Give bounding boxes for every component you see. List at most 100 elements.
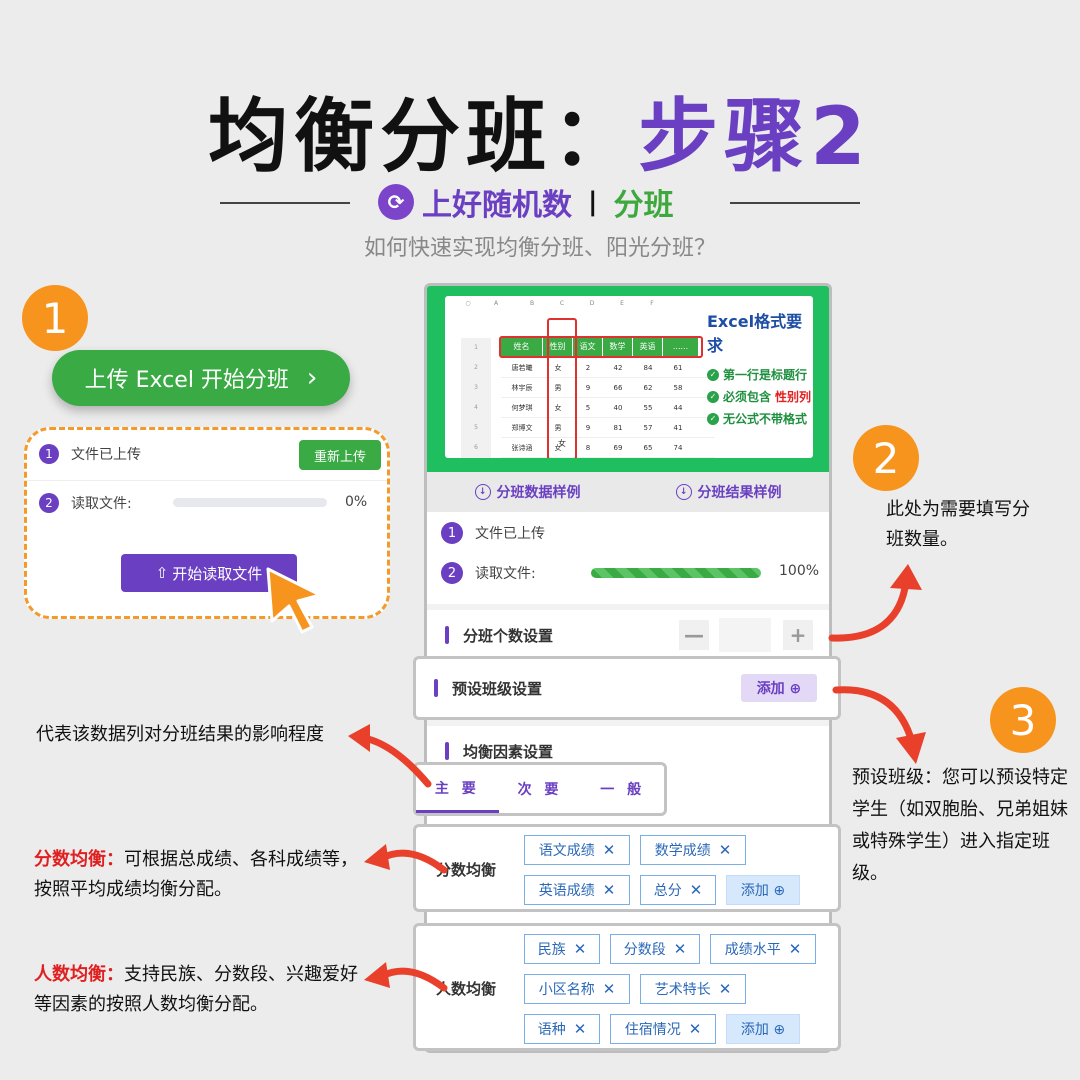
divider bbox=[27, 480, 387, 481]
read-progress-bar bbox=[173, 498, 327, 507]
arrow-to-note2-icon bbox=[828, 564, 922, 642]
group-label: 分数均衡 bbox=[436, 861, 497, 879]
sheet-cell: 林宇辰 bbox=[511, 384, 533, 392]
upload-excel-button[interactable]: 上传 Excel 开始分班 › bbox=[52, 350, 350, 406]
section-accent bbox=[445, 626, 449, 644]
sheet-cell: 81 bbox=[613, 424, 623, 432]
preset-add-button[interactable]: 添加 ⊕ bbox=[741, 674, 817, 702]
divider-right bbox=[730, 202, 860, 204]
tab-general[interactable]: 一 般 bbox=[600, 782, 646, 798]
sheet-cell: 40 bbox=[613, 404, 623, 412]
people-add-button[interactable]: 添加 ⊕ bbox=[726, 1014, 800, 1044]
sheet-cell: 44 bbox=[673, 404, 683, 412]
brand-name: 上好随机数 bbox=[422, 188, 572, 223]
close-icon[interactable]: ✕ bbox=[602, 881, 616, 899]
sheet-cell: 57 bbox=[643, 424, 653, 432]
tab-secondary[interactable]: 次 要 bbox=[517, 782, 563, 798]
sheet-cell: 41 bbox=[673, 424, 683, 432]
divider-left bbox=[220, 202, 350, 204]
download-icon: ↓ bbox=[675, 484, 692, 500]
close-icon[interactable]: ✕ bbox=[688, 1020, 702, 1038]
sheet-cell: 女 bbox=[554, 364, 562, 372]
upload-icon: ⇧ bbox=[155, 564, 169, 582]
close-icon[interactable]: ✕ bbox=[788, 940, 802, 958]
note-score-balance: 分数均衡：可根据总成绩、各科成绩等，按照平均成绩均衡分配。 bbox=[34, 845, 374, 905]
status-row-reading: 2 读取文件: bbox=[441, 562, 536, 584]
excel-format-title: Excel格式要求 bbox=[707, 312, 803, 355]
sheet-cell: 女 bbox=[554, 444, 562, 452]
note-body: 支持民族、分数段、兴趣爱好等因素的按照人数均衡分配。 bbox=[34, 964, 358, 1015]
section-title: 分班个数设置 bbox=[463, 626, 554, 645]
tag-english-score[interactable]: 英语成绩✕ bbox=[524, 875, 630, 905]
sample-result-link[interactable]: ↓分班结果样例 bbox=[628, 472, 829, 512]
sheet-row: 唐若曦 女 2 42 84 61 bbox=[501, 358, 715, 378]
section-accent bbox=[434, 679, 438, 697]
tag-language[interactable]: 语种✕ bbox=[524, 1014, 600, 1044]
status-row-uploaded: 1 文件已上传 bbox=[441, 522, 545, 544]
chevron-right-icon: › bbox=[306, 363, 318, 393]
sheet-cell: 42 bbox=[613, 364, 623, 372]
page-title: 均衡分班：步骤2 bbox=[0, 72, 1080, 188]
section-accent bbox=[445, 742, 449, 760]
status-label: 文件已上传 bbox=[71, 447, 141, 463]
class-count-input[interactable] bbox=[719, 618, 771, 652]
requirement-3: ✓无公式不带格式 bbox=[707, 410, 807, 427]
step-3-badge: 3 bbox=[990, 687, 1056, 753]
close-icon[interactable]: ✕ bbox=[573, 940, 587, 958]
sheet-cell: 郑博文 bbox=[511, 424, 533, 432]
check-icon: ✓ bbox=[707, 368, 719, 381]
arrow-to-weight-icon bbox=[348, 724, 432, 788]
section-title: 均衡因素设置 bbox=[463, 742, 554, 761]
reupload-button[interactable]: 重新上传 bbox=[299, 440, 381, 470]
upload-status-card: 1 文件已上传 重新上传 2 读取文件: 0% ⇧ 开始读取文件 bbox=[24, 427, 390, 619]
status-label: 读取文件: bbox=[71, 496, 132, 512]
row-index: 4 bbox=[461, 398, 491, 418]
tab-primary[interactable]: 主 要 bbox=[416, 765, 499, 813]
tag-grade-level[interactable]: 成绩水平✕ bbox=[710, 934, 816, 964]
sheet-cell: 何梦琪 bbox=[511, 404, 533, 412]
close-icon[interactable]: ✕ bbox=[602, 841, 616, 859]
sheet-cell: 唐若曦 bbox=[511, 364, 533, 372]
status-label: 读取文件: bbox=[475, 566, 536, 582]
sheet-cell: 61 bbox=[673, 364, 683, 372]
sheet-cell: 84 bbox=[643, 364, 653, 372]
column-letters: ○ A B C D E F bbox=[465, 300, 654, 307]
tag-accommodation[interactable]: 住宿情况✕ bbox=[610, 1014, 716, 1044]
tag-chinese-score[interactable]: 语文成绩✕ bbox=[524, 835, 630, 865]
close-icon[interactable]: ✕ bbox=[718, 841, 732, 859]
sample-data-link[interactable]: ↓分班数据样例 bbox=[427, 472, 628, 512]
extra-gender-cell: 女 bbox=[558, 439, 566, 448]
tag-total-score[interactable]: 总分✕ bbox=[640, 875, 716, 905]
tag-score-band[interactable]: 分数段✕ bbox=[610, 934, 700, 964]
sample-links-bar: ↓分班数据样例 ↓分班结果样例 bbox=[427, 472, 829, 512]
check-icon: ✓ bbox=[707, 412, 719, 425]
close-icon[interactable]: ✕ bbox=[689, 881, 703, 899]
close-icon[interactable]: ✕ bbox=[718, 980, 732, 998]
header-row: 姓名 性别 语文 数学 英语 ...... bbox=[501, 338, 699, 356]
tag-ethnicity[interactable]: 民族✕ bbox=[524, 934, 600, 964]
sheet-cell: 男 bbox=[554, 384, 562, 392]
close-icon[interactable]: ✕ bbox=[573, 1020, 587, 1038]
tag-community[interactable]: 小区名称✕ bbox=[524, 974, 630, 1004]
priority-tabs: 主 要 次 要 一 般 bbox=[413, 762, 667, 816]
close-icon[interactable]: ✕ bbox=[673, 940, 687, 958]
note-preset-class: 预设班级：您可以预设特定学生（如双胞胎、兄弟姐妹或特殊学生）进入指定班级。 bbox=[852, 767, 1068, 884]
step-number: 1 bbox=[39, 444, 59, 464]
sheet-cell: 2 bbox=[585, 364, 591, 372]
tag-math-score[interactable]: 数学成绩✕ bbox=[640, 835, 746, 865]
note-class-count: 此处为需要填写分班数量。 bbox=[886, 499, 1030, 550]
file-status-card: 1 文件已上传 2 读取文件: 100% bbox=[427, 512, 829, 604]
close-icon[interactable]: ✕ bbox=[602, 980, 616, 998]
decrement-button[interactable]: — bbox=[679, 620, 709, 650]
step-number: 2 bbox=[441, 562, 463, 584]
increment-button[interactable]: + bbox=[783, 620, 813, 650]
sheet-cell: 男 bbox=[554, 424, 562, 432]
step-number: 1 bbox=[441, 522, 463, 544]
tag-art-talent[interactable]: 艺术特长✕ bbox=[640, 974, 746, 1004]
group-label: 人数均衡 bbox=[436, 980, 497, 998]
score-add-button[interactable]: 添加 ⊕ bbox=[726, 875, 800, 905]
read-progress-fill bbox=[591, 568, 761, 578]
